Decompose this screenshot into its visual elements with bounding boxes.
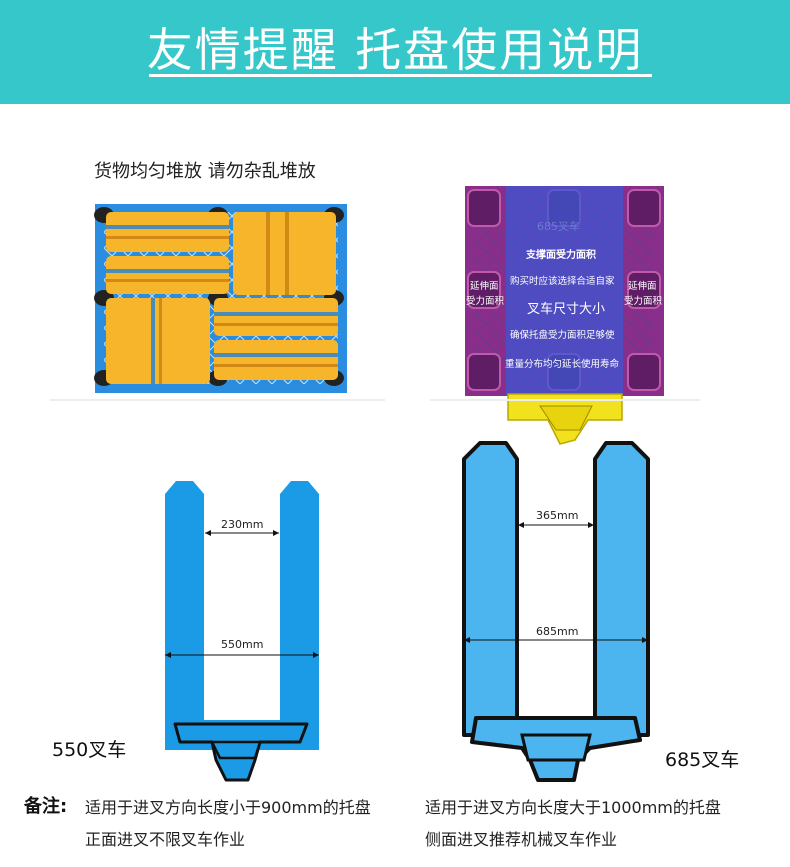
notes-prefix: 备注: — [24, 796, 68, 817]
title-underline — [149, 74, 652, 77]
stacking-caption: 货物均匀堆放 请勿杂乱堆放 — [94, 161, 316, 182]
forklift-685-illustration — [462, 441, 650, 782]
right-extension-label-2: 受力面积 — [624, 296, 663, 307]
note-left-line1: 适用于进叉方向长度小于900mm的托盘 — [85, 798, 371, 817]
ensure-area-label: 确保托盘受力面积足够使 — [510, 330, 615, 341]
fork-size-label: 叉车尺寸大小 — [527, 302, 606, 317]
support-area-label: 支撑面受力面积 — [526, 250, 596, 261]
note-right-line2: 侧面进叉推荐机械叉车作业 — [425, 830, 618, 849]
outer-dim-685: 685mm — [536, 625, 579, 638]
forklift-550-illustration — [165, 481, 319, 782]
left-extension-label-2: 受力面积 — [466, 296, 505, 307]
note-right-line1: 适用于进叉方向长度大于1000mm的托盘 — [425, 798, 721, 817]
overlay-ghost-label: 685叉车 — [537, 220, 580, 233]
pallet-cargo-illustration — [50, 204, 385, 401]
header-banner: 友情提醒 托盘使用说明 — [0, 0, 790, 104]
forklift-685-label: 685叉车 — [665, 749, 740, 771]
page-title: 友情提醒 托盘使用说明 — [146, 23, 644, 77]
inner-dim-550: 230mm — [221, 518, 264, 531]
pallet-forklift-overlay-illustration — [430, 186, 700, 445]
note-left-line2: 正面进叉不限叉车作业 — [85, 830, 246, 849]
lifespan-label: 重量分布均匀延长使用寿命 — [505, 359, 620, 370]
inner-dim-685: 365mm — [536, 509, 579, 522]
purchase-advice-label: 购买时应该选择合适自家 — [510, 276, 615, 287]
right-extension-label-1: 延伸面 — [628, 281, 657, 292]
outer-dim-550: 550mm — [221, 638, 264, 651]
forklift-550-label: 550叉车 — [52, 739, 127, 761]
left-extension-label-1: 延伸面 — [470, 281, 499, 292]
